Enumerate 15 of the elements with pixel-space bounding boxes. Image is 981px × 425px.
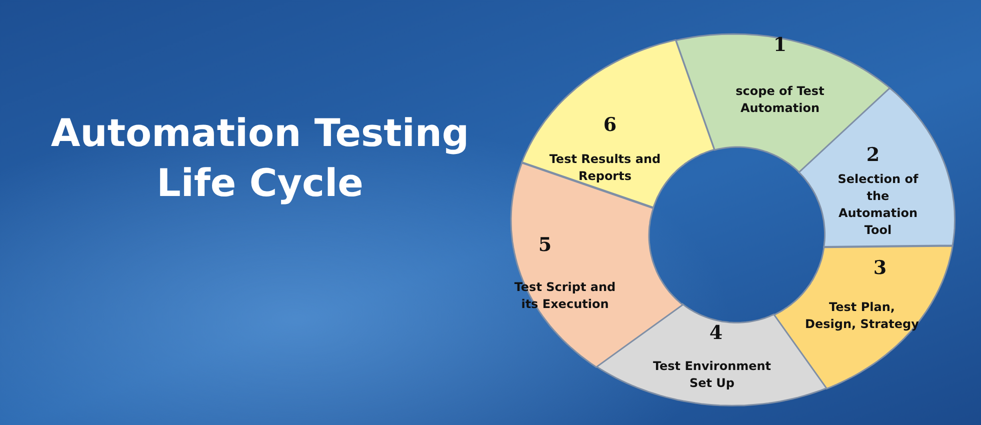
step-label: Test Results and Reports [548,150,662,185]
step-number: 3 [873,256,887,279]
step-number: 2 [866,144,880,166]
step-label: Selection of the Automation Tool [836,170,920,239]
step-number: 6 [603,114,617,136]
title: Automation Testing Life Cycle [50,110,470,207]
step-label: scope of Test Automation [734,83,826,117]
step-label: Test Plan, Design, Strategy [804,298,920,333]
cycle-segment [774,246,953,389]
cycle-segment [676,34,890,173]
step-number: 4 [709,322,723,344]
step-number: 1 [773,34,787,56]
cycle-segment [522,40,714,208]
step-number: 5 [538,234,552,256]
step-label: Test Environment Set Up [652,358,772,392]
